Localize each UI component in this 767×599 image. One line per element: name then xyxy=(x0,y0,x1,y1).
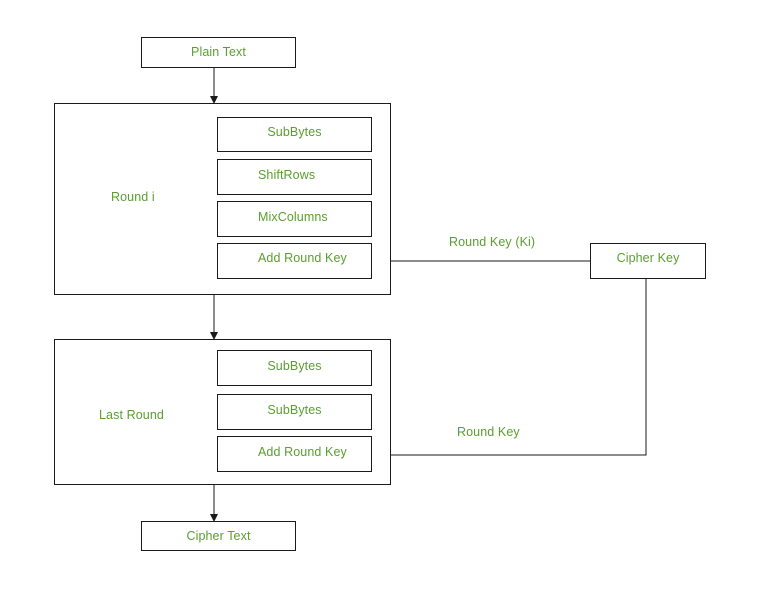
plain-text-label: Plain Text xyxy=(191,45,246,59)
last-round-step-subbytes-1: SubBytes xyxy=(217,350,372,386)
cipher-key-label: Cipher Key xyxy=(616,251,680,265)
cipher-text-label: Cipher Text xyxy=(186,529,251,543)
cipher-key-box: Cipher Key xyxy=(590,243,706,279)
step-label: Add Round Key xyxy=(258,445,347,459)
step-label: SubBytes xyxy=(267,403,322,417)
step-label: Add Round Key xyxy=(258,251,347,265)
step-label: SubBytes xyxy=(267,359,322,373)
round-i-step-addroundkey: Add Round Key xyxy=(217,243,372,279)
plain-text-box: Plain Text xyxy=(141,37,296,68)
last-round-label: Last Round xyxy=(99,408,164,422)
step-label: ShiftRows xyxy=(258,168,316,182)
step-label: SubBytes xyxy=(267,125,322,139)
last-round-step-addroundkey: Add Round Key xyxy=(217,436,372,472)
round-i-step-shiftrows: ShiftRows xyxy=(217,159,372,195)
last-round-step-subbytes-2: SubBytes xyxy=(217,394,372,430)
arrow-cipherkey-to-last-addroundkey xyxy=(371,278,647,459)
cipher-text-box: Cipher Text xyxy=(141,521,296,551)
edge-label-round-key: Round Key xyxy=(457,425,520,439)
edge-label-round-key-ki: Round Key (Ki) xyxy=(449,235,536,249)
round-i-step-mixcolumns: MixColumns xyxy=(217,201,372,237)
round-i-label: Round i xyxy=(111,190,155,204)
step-label: MixColumns xyxy=(258,210,328,224)
round-i-step-subbytes: SubBytes xyxy=(217,117,372,152)
